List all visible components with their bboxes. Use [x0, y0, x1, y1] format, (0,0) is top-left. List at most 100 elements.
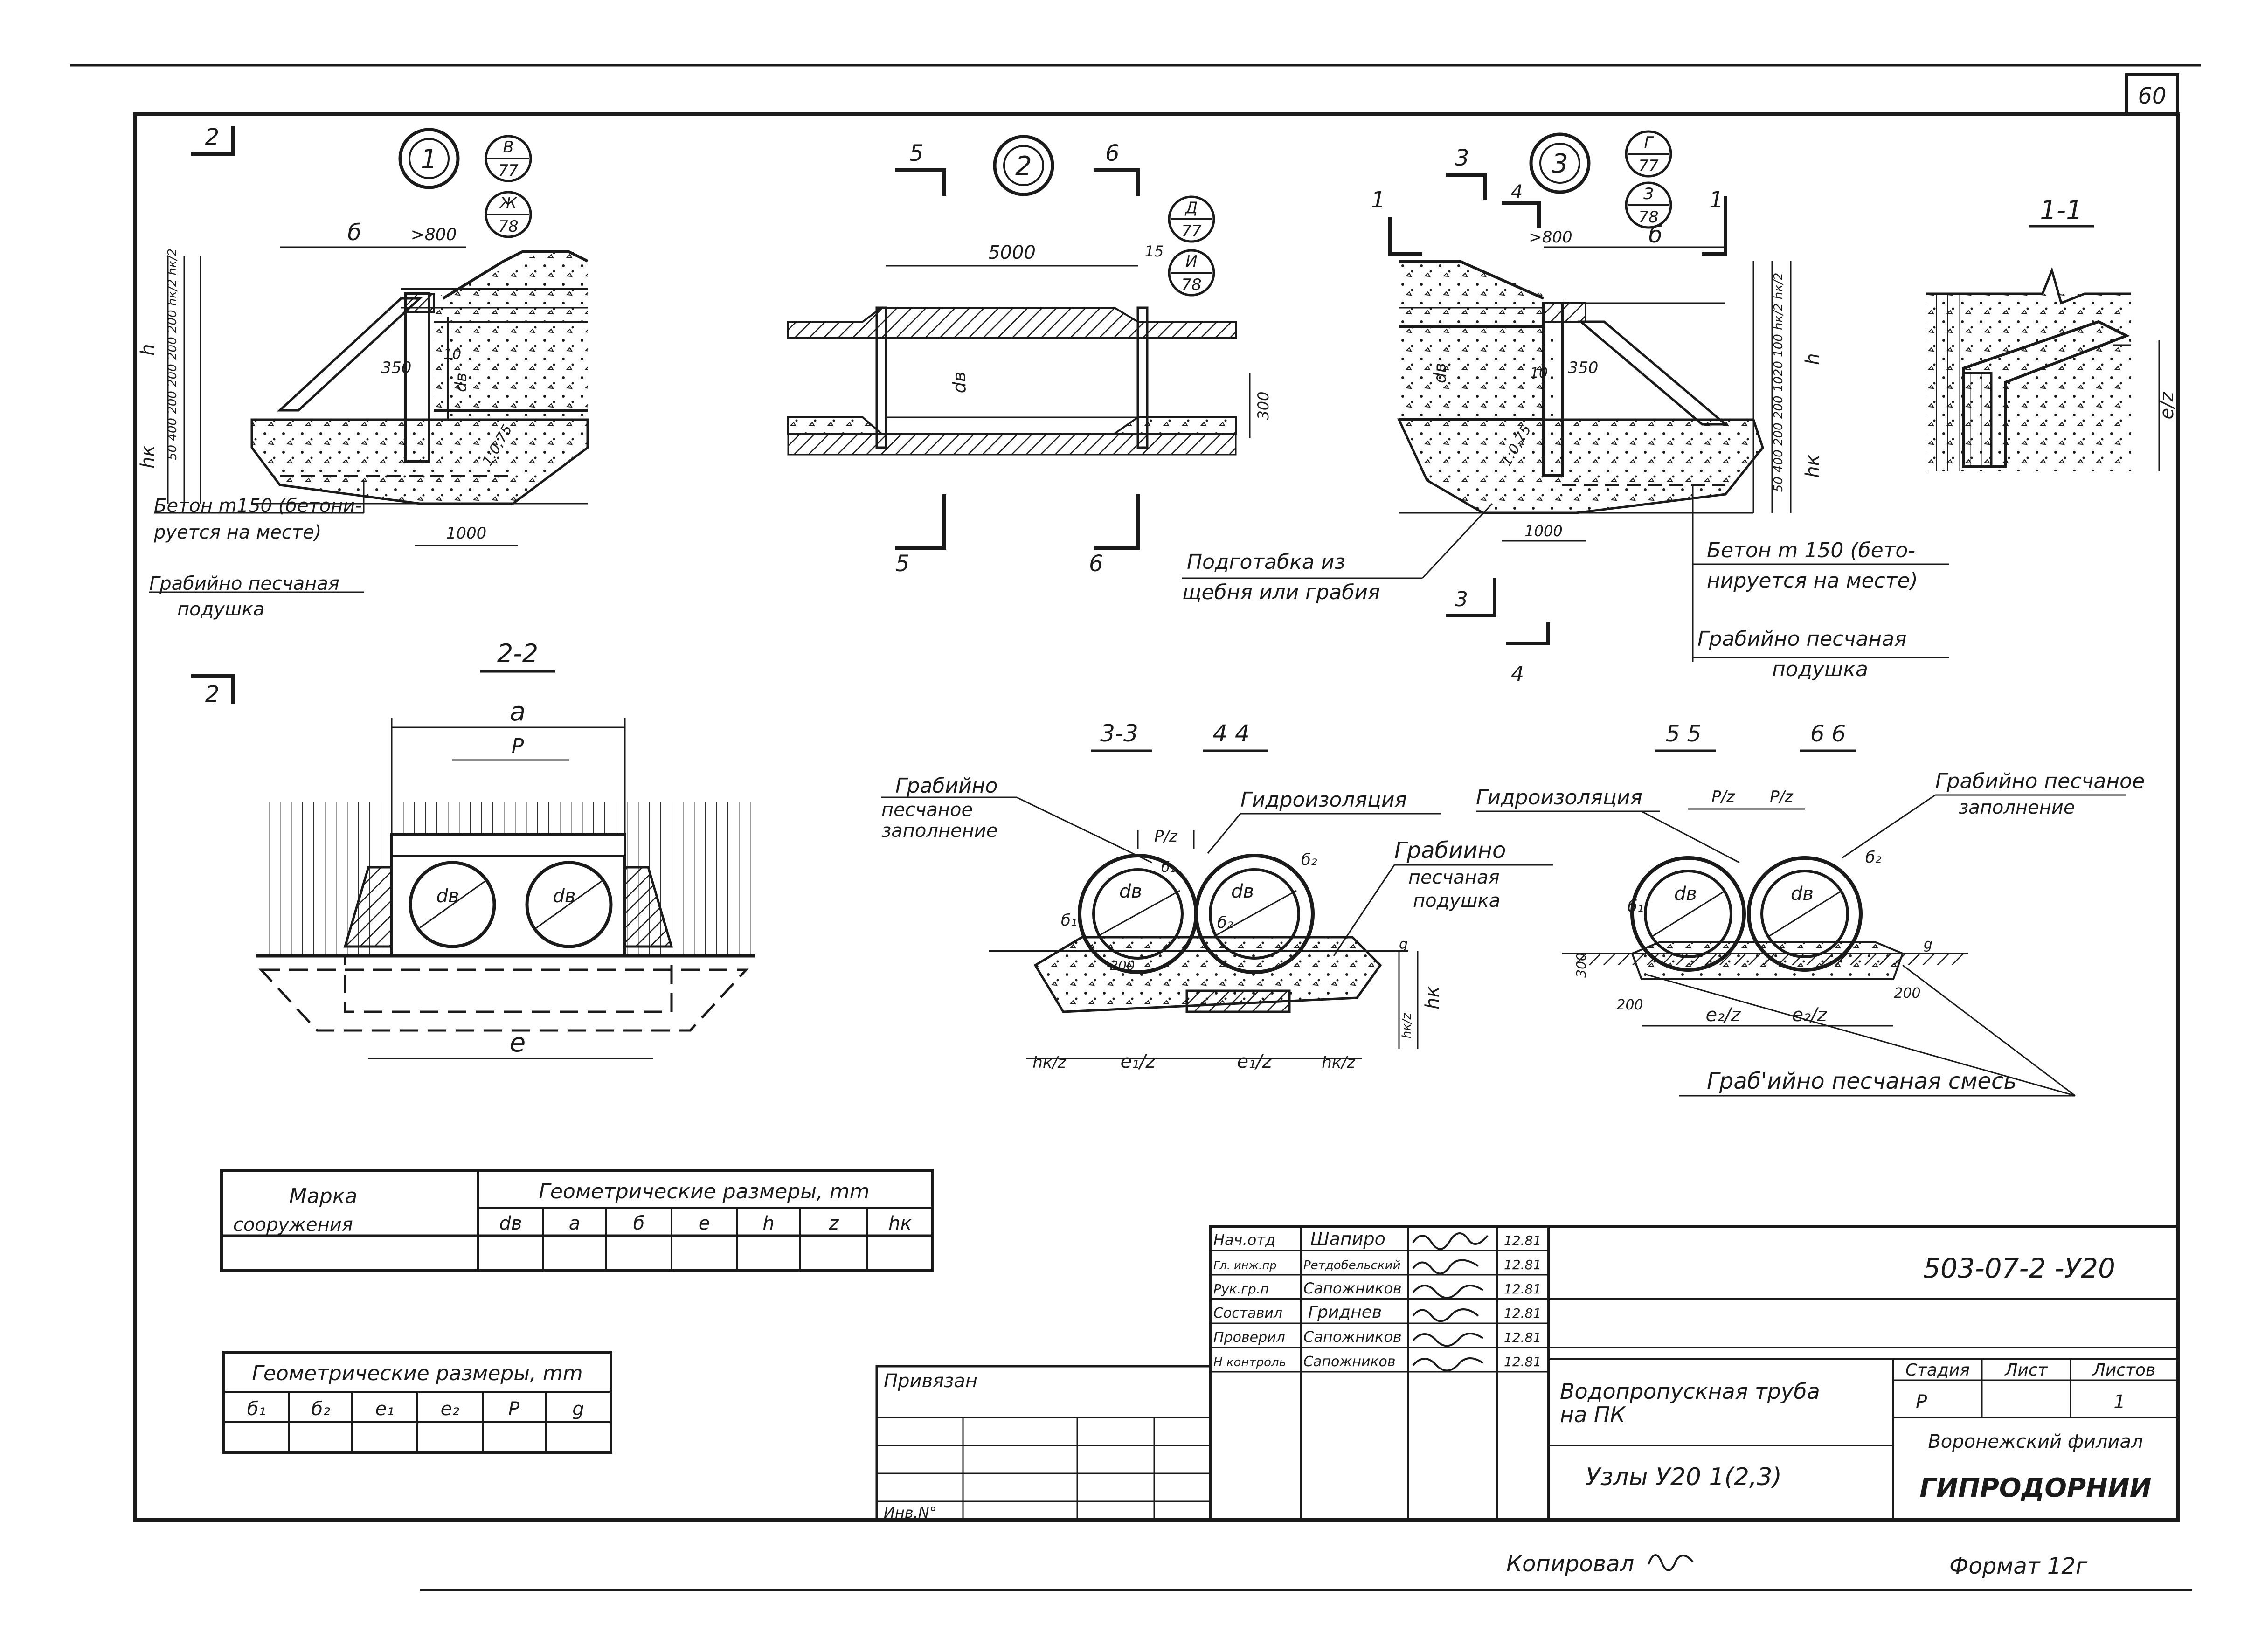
cut-label-6-top: 6: [1105, 140, 1120, 166]
table2-col-b2: б₂: [312, 1398, 331, 1420]
section-3-3-note-pad-1: Грабиино: [1394, 837, 1506, 864]
node-3-dim-1000: 1000: [1524, 522, 1562, 540]
section-3-3-dv-left: dв: [1119, 881, 1142, 902]
sheet-number: 60: [2138, 83, 2166, 109]
section-3-3-d2-top: б₂: [1301, 850, 1317, 869]
organization-line-2: ГИПРОДОРНИИ: [1919, 1473, 2151, 1503]
section-5-5-g: g: [1924, 936, 1932, 953]
node-3-dim-dv: dв: [1431, 363, 1450, 383]
cut-label-4-bottom: 4: [1511, 662, 1524, 686]
node-3-dim-b: б: [1648, 222, 1662, 248]
cut-label-1-right: 1: [1709, 187, 1724, 213]
section-1-1: 1-1 e/z: [1926, 195, 2178, 471]
section-3-3-note-fill-3: заполнение: [881, 820, 998, 842]
node-3-dim-800: >800: [1529, 228, 1572, 247]
node-1-note-gravel-1: Грабийно песчаная: [149, 573, 339, 594]
document-subtitle: Узлы У20 1(2,3): [1586, 1463, 1782, 1491]
signature-5: [1412, 1333, 1484, 1347]
node-3-dim-10: 10: [1530, 365, 1548, 381]
signature-3: [1412, 1285, 1484, 1299]
document-code: 503-07-2 -У20: [1923, 1252, 2115, 1284]
node-2-ref-a-top: Д: [1184, 199, 1198, 217]
node-2-dim-5000: 5000: [988, 242, 1036, 263]
tie-table: Привязан Инв.N°: [875, 1365, 1212, 1521]
section-3-3-hk2-v: hк/z: [1400, 1012, 1414, 1038]
section-2-2-dv-right: dв: [553, 885, 576, 907]
section-3-3-d2: б₂: [1217, 913, 1233, 932]
node-3-detail: 3 Г 77 З 78 3 4 1 1 >800 б 350 1: [1182, 130, 1949, 686]
section-5-5-d200-right: 200: [1894, 985, 1920, 1002]
table1-col-a: a: [569, 1213, 581, 1234]
section-5-5-note-hydro: Гидроизоляция: [1476, 786, 1642, 809]
node-1-dim-800: >800: [411, 225, 457, 244]
stamp-name-3: Сапожников: [1303, 1279, 1402, 1297]
node-2-dim-dv: dв: [949, 372, 970, 394]
section-5-5-d2: б₂: [1865, 848, 1882, 867]
stage-value: Р: [1916, 1391, 1927, 1413]
cut-label-5-bottom: 5: [895, 551, 910, 577]
organization-line-1: Воронежский филиал: [1928, 1431, 2143, 1452]
stamp-date-1: 12.81: [1504, 1233, 1541, 1248]
cut-label-1-left: 1: [1371, 187, 1385, 213]
section-3-3-d1: б₁: [1061, 911, 1077, 930]
node-1-dim-10: 10: [443, 346, 461, 363]
document-title-1: Водопропускная труба: [1560, 1379, 1820, 1404]
stamp-date-5: 12.81: [1504, 1330, 1541, 1345]
stamp-name-5: Сапожников: [1303, 1328, 1402, 1346]
node-3-note-prep-2: щебня или грабия: [1182, 581, 1380, 604]
section-3-3-hk: hк: [1422, 986, 1443, 1009]
node-3-marker: [1529, 132, 1591, 194]
section-2-2-dv-left: dв: [436, 885, 459, 907]
section-2-2: 2 2-2 a P dв dв e: [191, 639, 755, 1059]
node-3-ref-b: [1625, 181, 1672, 229]
stamp-role-6: Н контроль: [1213, 1355, 1286, 1369]
table1-header-mark: Марка: [289, 1184, 357, 1208]
section-3-3-e1-right: e₁/z: [1237, 1051, 1272, 1072]
sheets-header: Листов: [2092, 1361, 2155, 1380]
node-3-ref-a-bottom: 77: [1638, 157, 1659, 175]
node-3-dim-h: h: [1802, 353, 1823, 365]
section-5-5-note-fill-2: заполнение: [1959, 797, 2075, 818]
section-5-5-e2-left: e₂/z: [1705, 1004, 1741, 1026]
section-5-5-d300: 300: [1573, 953, 1589, 977]
node-3-ref-a: [1625, 130, 1672, 178]
section-3-3-note-pad-3: подушка: [1413, 890, 1500, 912]
signature-1: [1412, 1232, 1489, 1250]
table1-col-e: e: [699, 1213, 710, 1234]
cut-label-6-bottom: 6: [1089, 551, 1103, 577]
node-1-number: 1: [421, 144, 437, 174]
cut-label-2-top: 2: [205, 124, 220, 150]
signature-6: [1412, 1357, 1484, 1372]
section-3-3-note-fill-2: песчаное: [881, 799, 973, 821]
stamp-date-4: 12.81: [1504, 1306, 1541, 1321]
section-3-3-p2: P/z: [1154, 827, 1178, 846]
document-title-2: на ПК: [1560, 1402, 1626, 1427]
title-block: Нач.отд Шапиро 12.81 Гл. инж.пр Ретдобел…: [1209, 1225, 2179, 1521]
table2-header-group: Геометрические размеры, mm: [252, 1362, 582, 1385]
node-3-note-gravel-2: подушка: [1772, 657, 1868, 681]
cut-label-4-top: 4: [1511, 181, 1523, 203]
section-5-5-p2-right: P/z: [1770, 788, 1794, 806]
node-2-ref-b-bottom: 78: [1181, 276, 1201, 294]
section-3-3-4-4: 3-3 4 4 dв dв б₁ б₂ б₂ б₁ P/z 200 hк/z e…: [881, 720, 1553, 1072]
section-3-3-g: g: [1399, 936, 1408, 953]
section-6-6-title: 6 6: [1810, 721, 1846, 747]
table1-col-hk: hк: [888, 1213, 912, 1234]
stamp-role-1: Нач.отд: [1213, 1231, 1275, 1249]
section-5-5-note-fill-1: Грабийно песчаное: [1935, 769, 2145, 793]
cut-label-3-bottom: 3: [1455, 588, 1468, 611]
section-1-1-title: 1-1: [2040, 195, 2082, 226]
stamp-date-6: 12.81: [1504, 1354, 1541, 1369]
table2-col-e1: e₁: [375, 1398, 395, 1420]
copied-by-label: Копировал: [1506, 1551, 1634, 1577]
node-3-dim-stack: 50 400 200 200 1020 100 hк/2 hк/2: [1772, 273, 1786, 492]
node-1-dim-350: 350: [381, 359, 412, 377]
node-3-ref-b-top: З: [1643, 185, 1654, 203]
node-3-dim-hk: hк: [1802, 455, 1823, 478]
node-1-dim-b: б: [347, 220, 361, 246]
sheets-value: 1: [2113, 1391, 2125, 1413]
node-1-note-gravel-2: подушка: [177, 599, 264, 620]
table1-header-group: Геометрические размеры, mm: [539, 1180, 869, 1203]
section-5-5-dv-left: dв: [1674, 883, 1697, 905]
section-2-2-dim-e: e: [510, 1028, 526, 1058]
